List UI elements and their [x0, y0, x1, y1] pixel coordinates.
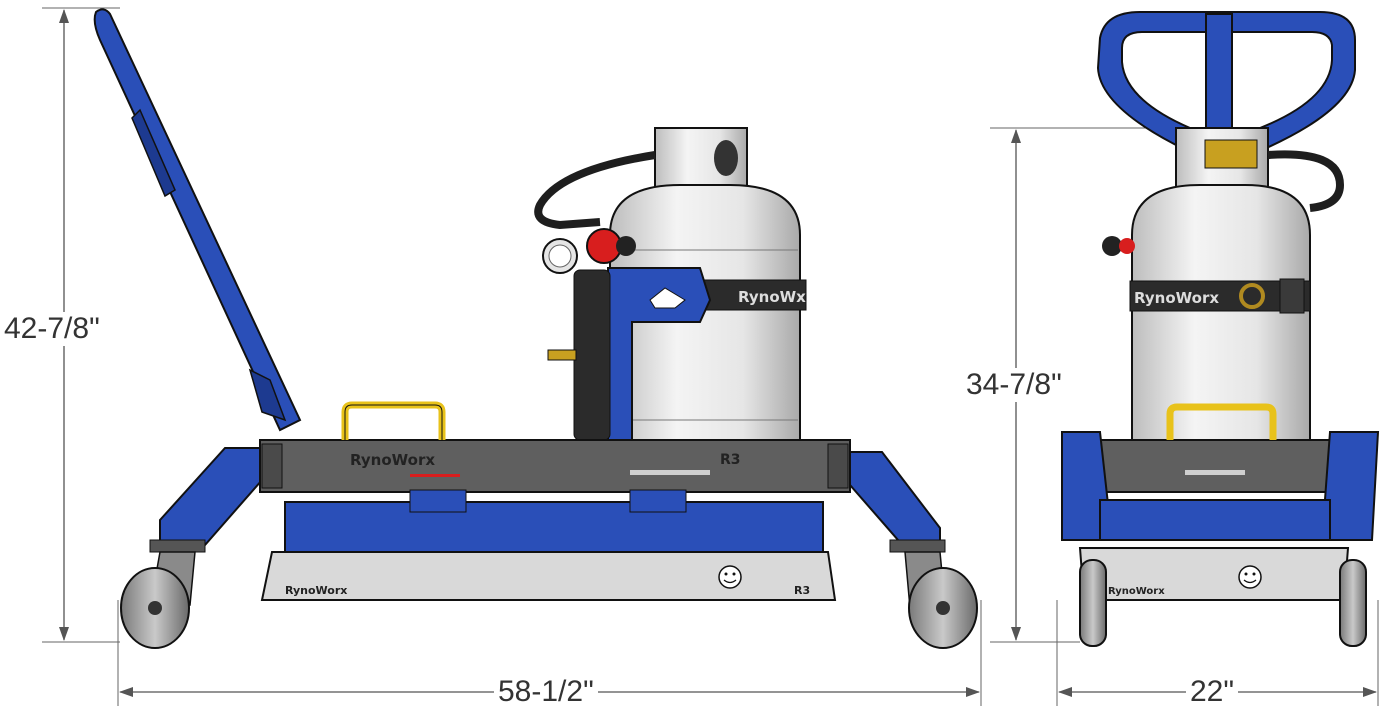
- front-view: RynoWorx RynoWorx: [1061, 11, 1380, 647]
- front-smiley-icon: [1238, 565, 1262, 589]
- beam-model-mark: R3: [720, 452, 741, 468]
- front-hose: [1267, 150, 1345, 212]
- front-regulator-knob: [1102, 236, 1122, 256]
- side-right-caster: [889, 539, 978, 649]
- plate-model-mark: R3: [794, 584, 810, 597]
- tank-strap-label: RynoWx: [738, 288, 806, 306]
- side-length-label: 58-1/2": [494, 675, 598, 709]
- beam-logo: RynoWorx: [350, 451, 435, 469]
- side-right-leg: [846, 451, 941, 549]
- side-left-leg: [159, 447, 264, 550]
- side-view: RynoWx RynoWorx R3: [93, 8, 978, 649]
- smiley-icon: [718, 565, 742, 589]
- front-width-label: 22": [1186, 675, 1239, 709]
- front-right-wheel: [1339, 559, 1367, 647]
- side-hose: [534, 151, 656, 230]
- side-bottom-plate: RynoWorx R3: [260, 551, 837, 601]
- front-propane-tank: RynoWorx: [1129, 127, 1311, 441]
- front-yellow-handle: [1166, 403, 1277, 440]
- front-left-wheel: [1079, 559, 1107, 647]
- side-main-beam: RynoWorx R3: [259, 439, 851, 493]
- side-blue-frame: [284, 501, 824, 553]
- front-height-label: 34-7/8": [962, 368, 1066, 402]
- front-strap-label: RynoWorx: [1134, 289, 1219, 307]
- side-handle: [93, 8, 302, 432]
- side-height-label: 42-7/8": [0, 312, 104, 346]
- plate-logo: RynoWorx: [285, 584, 347, 597]
- front-plate-logo: RynoWorx: [1108, 586, 1165, 597]
- side-yellow-handle: [341, 401, 446, 440]
- side-left-caster: [120, 539, 206, 649]
